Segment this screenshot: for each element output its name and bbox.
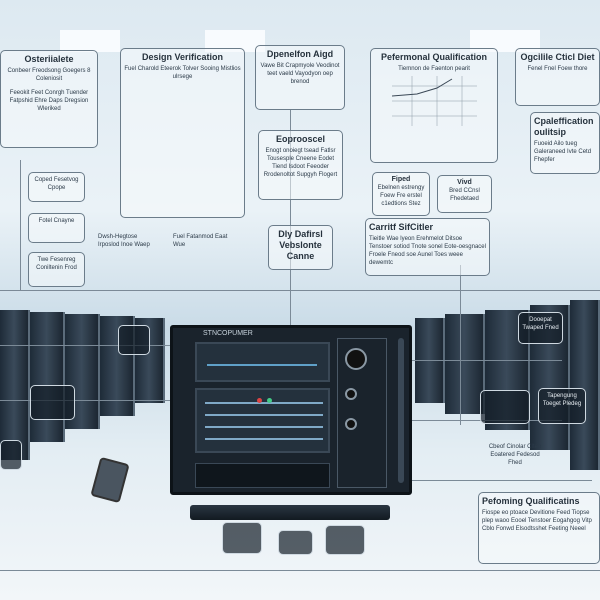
equipment-stand [190,505,390,520]
box-title: Cpaleffication oulitsip [534,116,594,137]
control-panel [337,338,387,488]
port-panel [195,463,330,488]
control-knob[interactable] [345,418,357,430]
box-title: Dly Dafirsl Vebslonte Canne [278,229,323,261]
box-text: Conbeer Freodsong Goegers 8 Coleniosit [7,68,91,82]
box-text: Fuel Charold Eteerok Tolver Sooing Mistl… [124,66,241,80]
box-title: Fiped [391,176,411,183]
connector-line [20,160,21,290]
box-fuel: Fuel Fatanmod Eaat Wue [170,230,238,260]
server-rack [100,316,135,416]
server-rack [0,310,30,460]
box-text: Dwsh-Hegtose Irposlod Inoe Waep [98,234,150,248]
test-equipment: STNCOPUMER [170,325,412,495]
server-rack [570,300,600,470]
control-knob[interactable] [345,388,357,400]
connector-line [0,290,600,291]
box-text: Fuel Fatanmod Eaat Wue [173,234,228,248]
box-module [118,325,150,355]
box-module [278,530,313,555]
box-title: Design Verification [141,52,224,62]
box-title: Eoprooscel [275,134,325,144]
box-text: Tiemnon de Faenton pearit [398,66,470,72]
box-module [30,385,75,420]
box-title: Dpenelfon Aigd [266,49,334,59]
connector-line [412,360,562,361]
box-text: Vawe Bit Crapmyole Veodinot teet vaeld V… [260,63,340,85]
box-text: Bred CCnsl Fhedetaed [449,188,480,202]
box-title: Osteriialete [24,54,74,64]
box-title: Pefoming Qualificatins [482,496,580,506]
server-rack [135,318,165,403]
box-text: Ebelnen estrengy Foew Fre erstel c1edtio… [377,185,425,207]
box-text: Fotel Cnayne [38,218,75,224]
box-cbeof: Cbeof Cinolar Cltee Eoatered Fedesod Fhe… [480,440,550,480]
control-knob[interactable] [345,348,367,370]
box-title: Carritf SifCitler [369,222,434,232]
box-fotel: Fotel Cnayne [28,213,85,243]
box-text: Cbeof Cinolar Cltee Eoatered Fedesod Fhe… [488,444,542,466]
box-text: Enogt onoiegt tsead Fatlsr Tousesple Cne… [263,148,338,178]
ceiling-light [60,30,120,52]
rack-handle [398,338,404,483]
box-text: Tieitle Wae lyeon Erehmelot Ditsoe Tenst… [369,236,486,266]
server-rack [30,312,65,442]
connector-line [290,110,291,325]
connector-line [0,570,600,571]
connector-line [460,265,461,425]
box-dooepat: Dooepat Twaped Fned [518,312,563,344]
connector-line [412,480,592,481]
server-rack [445,314,485,414]
box-title: Ogcilile Cticl Diet [520,52,595,62]
box-module [325,525,365,555]
box-text: Feeokit Feet Conrgh Tuender Fatpshid Ehr… [9,90,89,112]
box-text: Dooepat Twaped Fned [522,317,559,331]
box-twe: Twe Fesenreg Coniltenin Frod [28,252,85,287]
box-module [0,440,22,470]
box-title: Pefermonal Qualification [380,52,488,62]
box-tapengung: Tapengung Toeget Pledeg [538,388,586,424]
ceiling-light [205,30,265,52]
equipment-label: STNCOPUMER [203,330,253,337]
box-text: Fiospe eo ptoace Devitione Feed Tiopse p… [482,510,592,532]
box-coped: Coped Fesetvog Cpope [28,172,85,202]
box-module [480,390,530,424]
box-dwsh: Dwsh-Hegtose Irposlod Inoe Waep [95,230,163,260]
box-text: Tapengung Toeget Pledeg [542,393,582,407]
chart-graphic [391,76,477,126]
box-text: Fuoeid Ailo tueg Galeraneed Ivte Cetd Fh… [534,141,592,163]
box-module [222,522,262,554]
connector-line [0,400,170,401]
box-text: Coped Fesetvog Cpope [34,177,79,191]
connector-line [0,345,170,346]
box-title: Vivd [457,179,472,186]
box-text: Twe Fesenreg Coniltenin Frod [36,257,77,271]
equipment-display [195,388,330,453]
box-dly-dafirsl: Dly Dafirsl Vebslonte Canne [268,225,333,270]
box-text: Fenel Fnel Foew thore [527,66,588,72]
handheld-device [90,456,130,504]
equipment-display [195,342,330,382]
ceiling-light [470,30,540,52]
